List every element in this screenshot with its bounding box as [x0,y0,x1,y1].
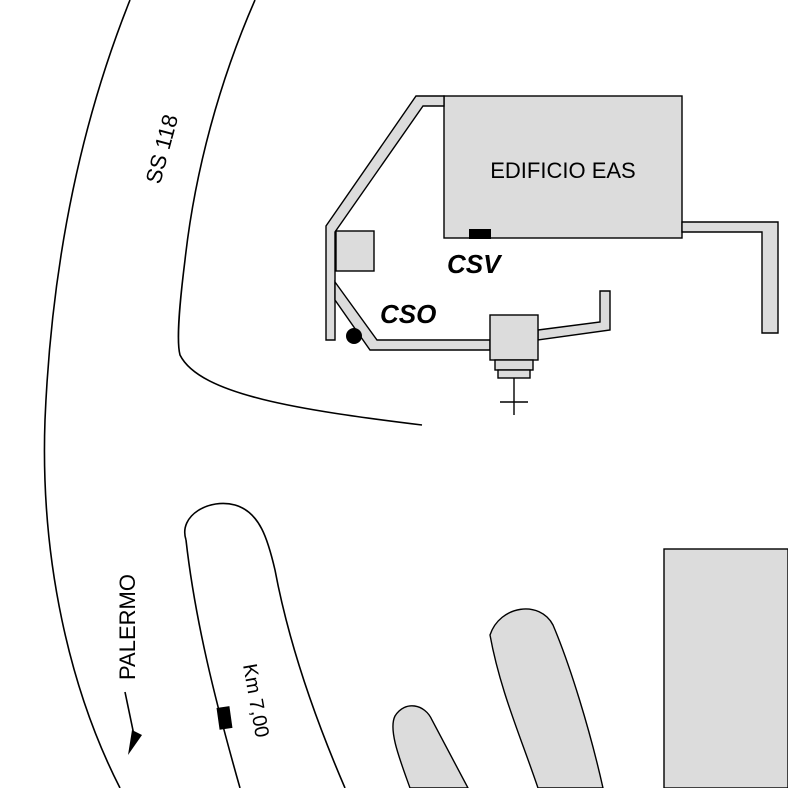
csv-marker-icon [469,229,491,239]
direction-arrow-icon [128,730,142,755]
road-inner-edge [177,0,423,426]
building-eas [443,95,683,239]
direction-label: PALERMO [115,574,140,680]
gate-step-1 [494,359,534,371]
lower-path-right [537,290,611,341]
km-marker-label: Km 7,00 [238,662,273,739]
road-outer-edge [43,0,131,788]
island-shape-1 [392,705,469,788]
access-path [325,95,445,341]
cso-label: CSO [380,299,436,329]
gate-step-2 [497,369,531,379]
csv-label: CSV [447,249,503,279]
lower-road-edge-left [185,539,241,788]
lower-building [663,548,788,788]
building-label: EDIFICIO EAS [490,158,635,183]
island-shape-2 [489,608,604,788]
gate-booth [489,314,539,361]
lower-road-edge [183,502,346,788]
small-structure [335,230,375,272]
right-path [681,221,779,334]
road-name-label: SS 118 [141,112,183,187]
cso-marker-icon [346,328,362,344]
km-marker-icon [216,706,233,730]
